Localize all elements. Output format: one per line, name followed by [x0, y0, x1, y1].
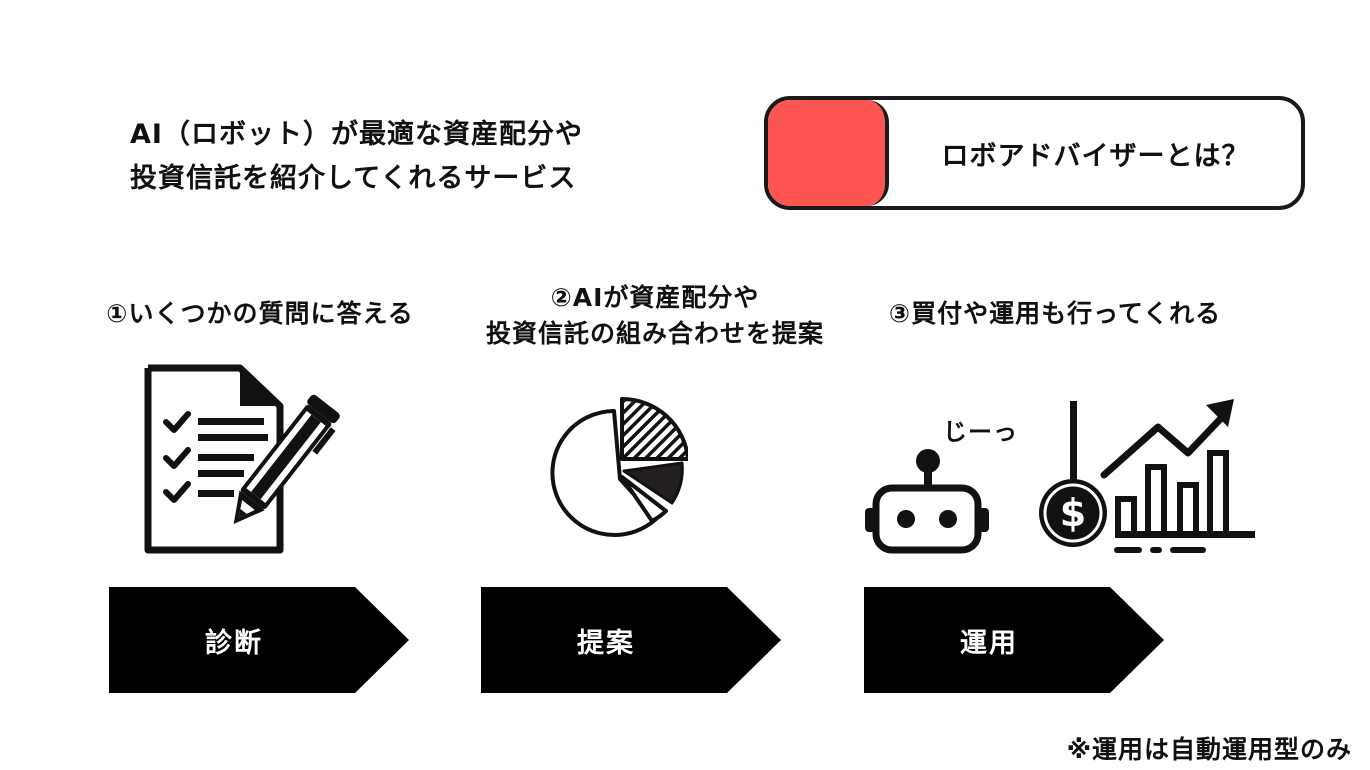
title-box: ロボアドバイザーとは？: [764, 96, 1305, 210]
svg-text:$: $: [1060, 491, 1086, 535]
intro-line-1: AI（ロボット）が最適な資産配分や: [130, 119, 583, 150]
intro-line-2: 投資信託を紹介してくれるサービス: [130, 163, 577, 194]
page-title: ロボアドバイザーとは？: [941, 140, 1250, 172]
footnote: ※運用は自動運用型のみ: [1066, 735, 1352, 764]
pie-chart-icon: [550, 396, 688, 537]
step-3-label-line-1: ③買付や運用も行ってくれる: [888, 299, 1222, 328]
checklist-pen-icon: [144, 364, 340, 554]
step-1-label-line-1: ①いくつかの質問に答える: [106, 299, 414, 328]
step-3-arrow-shape: [864, 587, 1164, 693]
step-3-arrow: 運用: [864, 587, 1164, 693]
step-1-arrow: 診断: [109, 587, 409, 693]
step-2-arrow: 提案: [481, 587, 781, 693]
step-1-arrow-label: 診断: [205, 627, 263, 659]
step-2-arrow-label: 提案: [577, 627, 635, 659]
step-3-arrow-label: 運用: [960, 627, 1018, 659]
step-2-label-line-2: 投資信託の組み合わせを提案: [485, 319, 824, 348]
dollar-growth-chart-icon: $: [1039, 399, 1255, 553]
intro-text: AI（ロボット）が最適な資産配分や 投資信託を紹介してくれるサービス: [130, 113, 690, 201]
step-2-arrow-shape: [481, 587, 781, 693]
title-accent-block: [768, 100, 889, 206]
step-1-label: ①いくつかの質問に答える: [70, 296, 450, 332]
step-1-arrow-shape: [109, 587, 409, 693]
step-2-label-line-1: ②AIが資産配分や: [550, 283, 760, 312]
step-3-label: ③買付や運用も行ってくれる: [860, 296, 1250, 332]
robot-icon: [865, 449, 989, 554]
robot-caption: じーっ: [943, 418, 1018, 446]
step-2-label: ②AIが資産配分や 投資信託の組み合わせを提案: [455, 280, 855, 352]
